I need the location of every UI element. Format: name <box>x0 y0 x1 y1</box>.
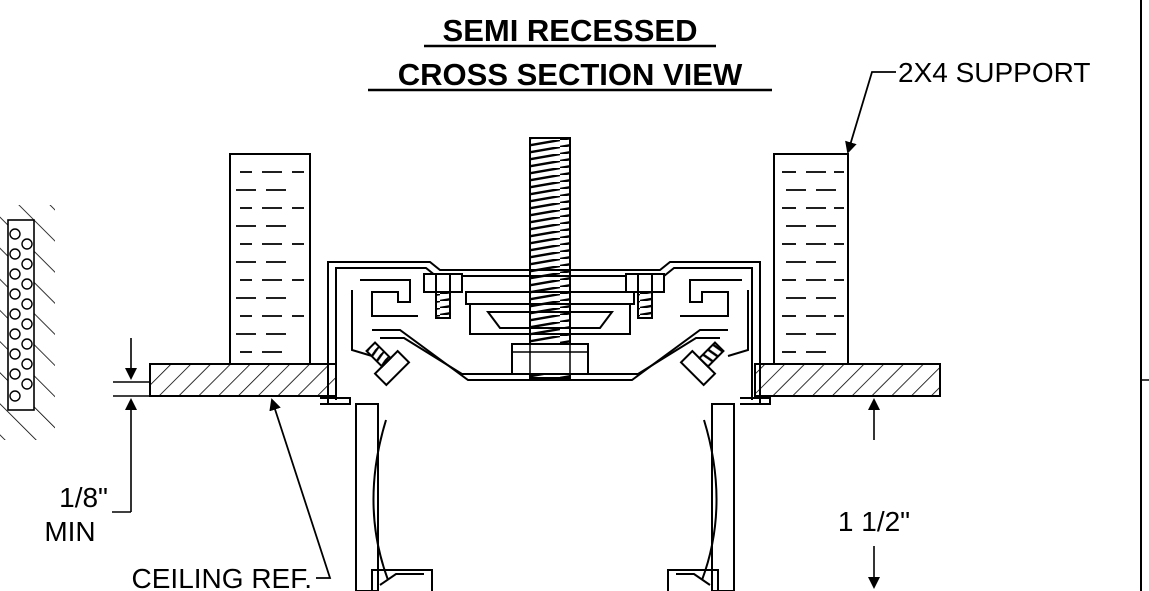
insulation-circles <box>9 228 33 402</box>
luminaire-housing <box>320 261 771 591</box>
right-2x4-support <box>773 153 849 365</box>
gap-dimension <box>112 338 150 513</box>
depth-callout: 1 1/2" <box>838 506 910 537</box>
support-leader <box>845 71 896 154</box>
ceiling-right <box>754 363 941 397</box>
ceiling-leader <box>269 398 332 579</box>
gap-value-label: 1/8" <box>59 482 108 513</box>
screw-top-left <box>423 273 463 319</box>
ceiling-left <box>149 363 337 397</box>
gap-qualifier-label: MIN <box>44 516 95 547</box>
screw-angled-right <box>679 341 725 387</box>
depth-dimension <box>860 395 890 589</box>
wall-section <box>0 205 55 440</box>
screw-top-right <box>625 273 665 319</box>
ceiling-callout: CEILING REF. <box>132 563 312 591</box>
screw-angled-left <box>365 341 411 387</box>
title-line-1: SEMI RECESSED <box>443 13 698 48</box>
title-line-2: CROSS SECTION VIEW <box>398 57 743 92</box>
support-callout: 2X4 SUPPORT <box>898 57 1090 88</box>
rod-nut <box>511 343 589 375</box>
left-2x4-support <box>229 153 311 365</box>
threaded-rod <box>529 137 571 379</box>
